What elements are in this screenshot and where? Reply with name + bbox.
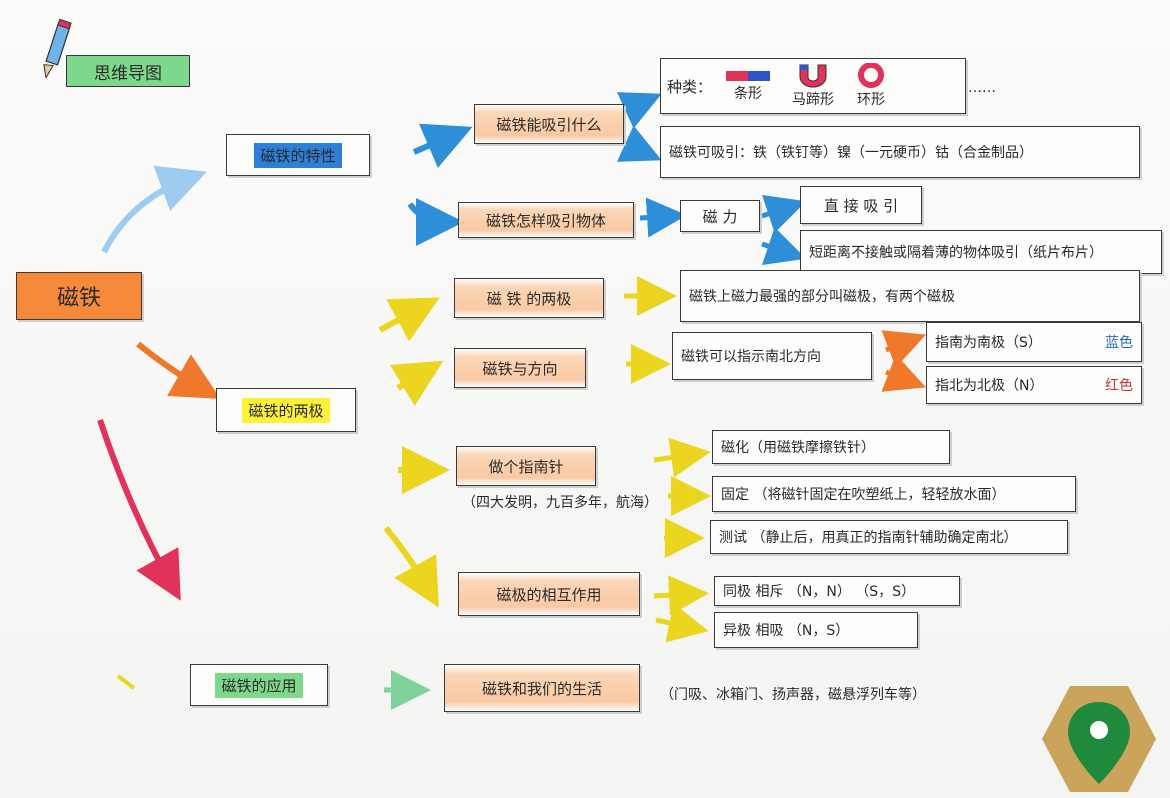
node-repel: 同极 相斥 （N，N） （S，S）: [714, 576, 960, 606]
node-magnetic-force: 磁 力: [680, 200, 760, 232]
node-direct: 直 接 吸 引: [800, 186, 922, 224]
arrow-root-poles: [136, 341, 221, 399]
arrow-how-force: [639, 197, 687, 238]
south-color: 蓝色: [1105, 335, 1133, 351]
node-magnetize: 磁化（用磁铁摩擦铁针）: [712, 430, 950, 464]
arrow-root-application: [97, 419, 181, 601]
ring-magnet: 环形: [856, 63, 886, 109]
root-node: 磁铁: [16, 272, 142, 320]
node-direction: 磁铁与方向: [454, 348, 586, 388]
branch-application: 磁铁的应用: [190, 664, 328, 706]
node-fix: 固定 （将磁针固定在吹塑纸上，轻轻放水面）: [712, 476, 1076, 512]
compass-note: （四大发明，九百多年，航海）: [462, 495, 658, 511]
arrow-desc-north: [881, 354, 927, 392]
arrow-root-properties: [101, 165, 207, 254]
arrow-desc-south: [881, 330, 927, 368]
node-poles-desc: 磁铁上磁力最强的部分叫磁极，有两个磁极: [680, 270, 1140, 322]
arrow-force-direct: [761, 194, 807, 233]
node-interaction: 磁极的相互作用: [458, 572, 640, 616]
arrow-interaction-attract: [655, 603, 709, 643]
arrow-root-stub: [116, 674, 136, 690]
node-compass: 做个指南针: [456, 446, 596, 486]
arrow-poles-interaction: [383, 526, 439, 608]
arrow-what-types: [616, 92, 662, 129]
branch-poles: 磁铁的两极: [216, 388, 356, 432]
page-title: 思维导图: [66, 55, 190, 87]
pencil-icon: [40, 18, 74, 80]
node-indirect: 短距离不接触或隔着薄的物体吸引（纸片布片）: [800, 230, 1162, 274]
arrow-properties-how: [407, 197, 464, 246]
node-how-attracts: 磁铁怎样吸引物体: [458, 202, 634, 238]
node-attract: 异极 相吸 （N，S）: [714, 612, 918, 648]
arrow-what-attractable: [616, 125, 662, 162]
arrow-poles-twopoles: [378, 297, 440, 342]
node-north: 指北为北极（N） 红色: [926, 366, 1142, 404]
node-types: 种类： 条形 马蹄形 环形: [660, 58, 966, 114]
types-more: ……: [968, 80, 996, 96]
node-life: 磁铁和我们的生活: [444, 664, 640, 712]
types-label: 种类：: [667, 77, 713, 96]
branch-properties: 磁铁的特性: [226, 134, 370, 176]
map-pin-icon: [1068, 702, 1130, 784]
node-direction-desc: 磁铁可以指示南北方向: [672, 332, 872, 380]
bar-magnet: 条形: [726, 69, 771, 103]
arrow-compass-magnetize: [653, 437, 711, 478]
arrow-force-indirect: [761, 227, 807, 266]
arrow-interaction-repel: [653, 575, 709, 616]
life-note: （门吸、冰箱门、扬声器，磁悬浮列车等）: [660, 687, 926, 703]
node-what-attracts: 磁铁能吸引什么: [474, 104, 624, 144]
location-pin-badge: [1040, 684, 1158, 794]
arrow-poles-direction: [389, 360, 444, 407]
arrow-properties-what: [412, 123, 473, 168]
node-attractable: 磁铁可吸引：铁（铁钉等）镍（一元硬币）钴（合金制品）: [660, 126, 1140, 178]
node-two-poles: 磁 铁 的两极: [454, 278, 604, 318]
node-test: 测试 （静止后，用真正的指南针辅助确定南北）: [710, 520, 1068, 554]
north-color: 红色: [1105, 378, 1133, 394]
horseshoe-magnet: 马蹄形: [792, 63, 834, 109]
node-south: 指南为南极（S） 蓝色: [926, 322, 1142, 362]
